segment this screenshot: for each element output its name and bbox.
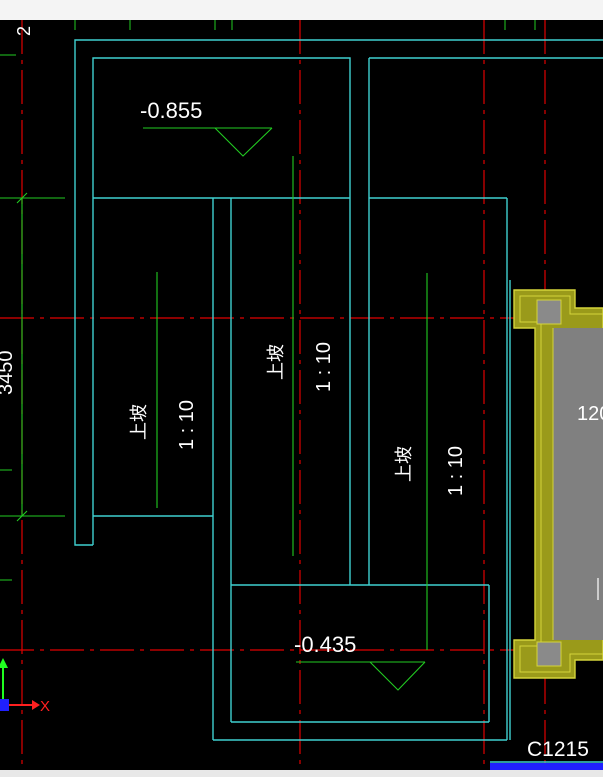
toolbar-strip: [0, 0, 603, 20]
wall-inner-left: [92, 57, 351, 545]
ramp-ratio-right: 1 : 10: [445, 446, 467, 496]
ramp-label-middle: 上坡: [266, 344, 286, 380]
floor-plan-drawing[interactable]: -0.855 -0.435 上坡 1 : 10 上坡 1 : 10 上坡 1 :…: [0, 20, 603, 770]
elevation-label-bottom: -0.435: [294, 632, 356, 657]
ramp-ratio-left: 1 : 10: [176, 400, 198, 450]
dimension-lines: [0, 156, 603, 650]
ucs-icon: X: [0, 658, 50, 715]
drawing-canvas[interactable]: -0.855 -0.435 上坡 1 : 10 上坡 1 : 10 上坡 1 :…: [0, 20, 603, 770]
ucs-x-label: X: [40, 698, 50, 715]
column-top: [536, 299, 562, 325]
ramp-annotation-right: 上坡 1 : 10: [394, 446, 467, 496]
ruler-ticks: [0, 20, 536, 581]
ramp-annotation-middle: 上坡 1 : 10: [266, 342, 335, 392]
status-bar: [0, 770, 603, 777]
column-bottom: [536, 641, 562, 667]
structural-block: 120: [513, 289, 603, 679]
elevation-marker-bottom: -0.435: [294, 632, 426, 691]
dimension-text-left: 3450: [0, 351, 17, 396]
elevation-label-top: -0.855: [140, 98, 202, 123]
ramp-label-left: 上坡: [129, 404, 149, 440]
walls: [74, 39, 603, 741]
axis-grid: [0, 20, 603, 770]
ruler-mark-text: 2: [14, 26, 34, 36]
window-tag-label: C1215: [527, 738, 589, 761]
window-tag: C1215: [490, 738, 603, 770]
wall-outer-left: [74, 39, 603, 546]
ramp-annotation-left: 上坡 1 : 10: [129, 400, 198, 450]
room-fill: [553, 328, 603, 640]
elevation-marker-top: -0.855: [140, 98, 273, 157]
ramp-ratio-middle: 1 : 10: [313, 342, 335, 392]
ramp-label-right: 上坡: [394, 446, 414, 482]
dimension-text-right: 120: [577, 403, 603, 425]
